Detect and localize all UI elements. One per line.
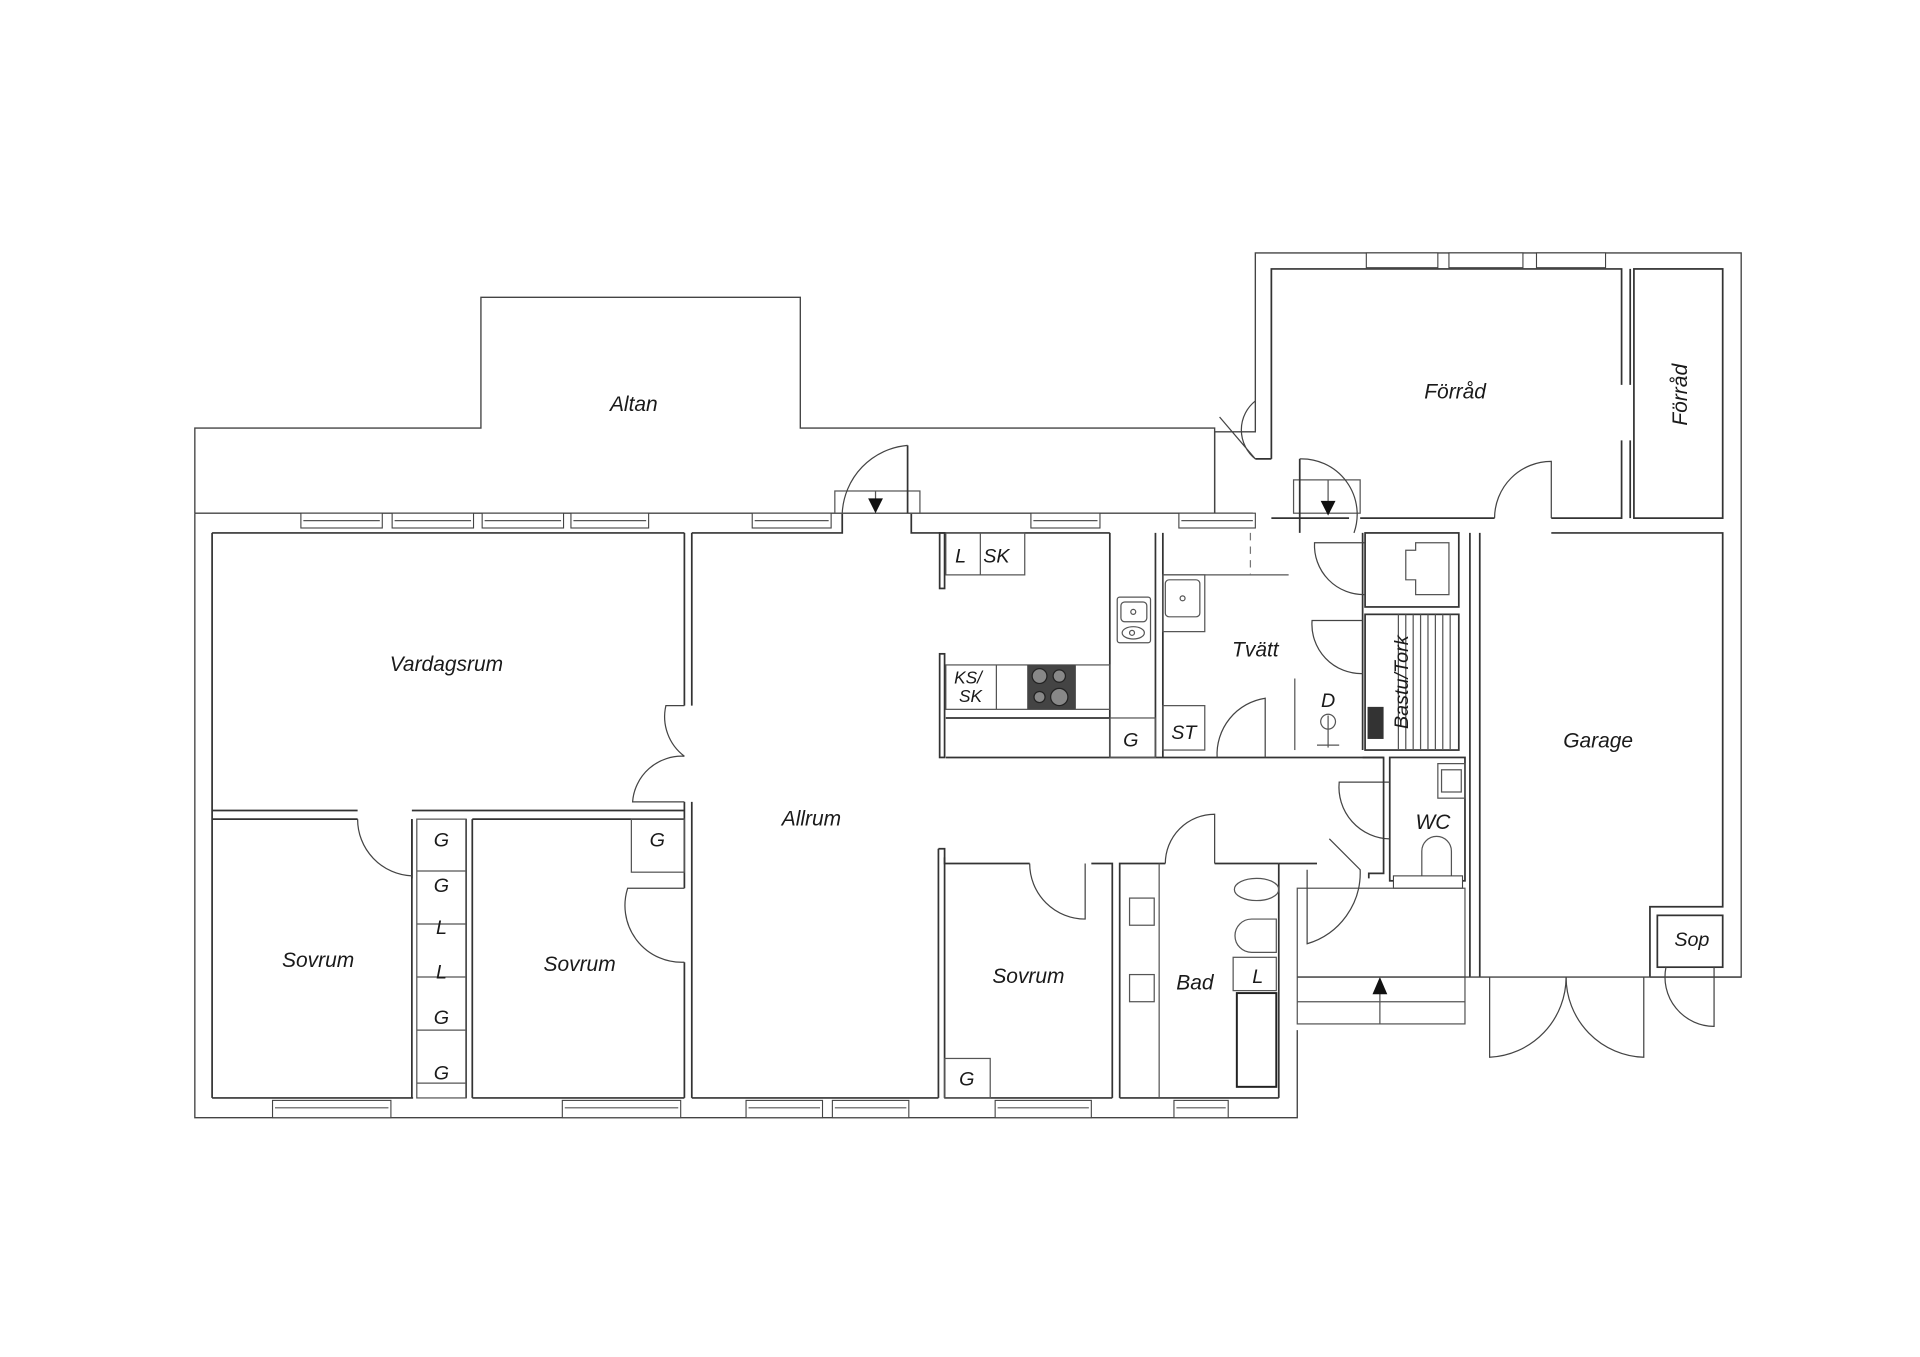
kitchen-label-sk2: SK [959,686,984,706]
laundry-label-st: ST [1171,722,1198,744]
kitchen-label-sk: SK [983,546,1010,568]
room-label-vardagsrum: Vardagsrum [390,653,503,676]
closet-label: G [434,1062,449,1084]
room-label-altan: Altan [608,393,658,416]
room-label-sovrum-1: Sovrum [282,949,354,972]
room-label-tvatt: Tvätt [1232,638,1280,661]
kitchen [938,532,1384,759]
closet-column [416,818,467,1099]
room-label-sop: Sop [1674,929,1709,951]
exterior-walls [194,513,1298,1119]
hallway [1278,756,1466,1025]
closet-label: L [436,917,447,939]
windows-bottom [271,1099,1229,1119]
closet-label: L [436,961,447,983]
altan-deck [194,296,1253,514]
door-sovrum-1[interactable] [356,819,413,879]
room-label-sovrum-2: Sovrum [543,953,615,976]
door-sovrum-2[interactable] [624,887,685,963]
storage-block [1213,252,1742,978]
room-label-forrad-2: Förråd [1669,363,1692,426]
laundry-label-d: D [1321,690,1335,712]
room-label-wc: WC [1415,811,1451,834]
wardrobe-sovrum-2 [630,818,686,873]
room-label-bastu: Bastu/Tork [1391,634,1413,729]
closet-label: G [434,1007,449,1029]
wardrobe-label: G [959,1069,974,1091]
double-door-vardagsrum[interactable] [631,705,685,803]
entrance-door-forrad[interactable] [1292,458,1361,534]
entrance-arrow-icon [1320,500,1336,516]
room-label-forrad-1: Förråd [1424,380,1487,403]
closet-label: G [434,875,449,897]
sauna-heater-icon [1367,706,1384,739]
kitchen-label-l: L [955,546,966,568]
sauna [1311,613,1460,751]
wc-room [1338,756,1466,889]
laundry [1161,532,1364,758]
kitchen-label-ks: KS/ [954,667,984,687]
garage-door [1489,977,1567,1058]
bathtub-icon [1235,992,1278,1088]
entrance-arrow-icon [1372,977,1388,995]
sovrum-3-walls [937,847,1114,1099]
room-label-allrum: Allrum [780,807,841,830]
bathroom-label-l: L [1252,966,1263,988]
wardrobe-label: G [650,829,665,851]
room-label-sovrum-3: Sovrum [992,965,1064,988]
room-label-garage: Garage [1563,730,1633,753]
kitchen-label-g: G [1123,729,1138,751]
utility-closet [1313,532,1460,608]
garage-walls [1297,532,1742,1058]
room-label-bad: Bad [1176,971,1215,994]
entrance-door-altan[interactable] [834,444,921,514]
entrance-arrow-icon [868,498,883,514]
windows-top [300,512,1256,529]
bathroom [1118,813,1280,1098]
interior-walls-west [212,532,693,1098]
closet-label: G [434,829,449,851]
